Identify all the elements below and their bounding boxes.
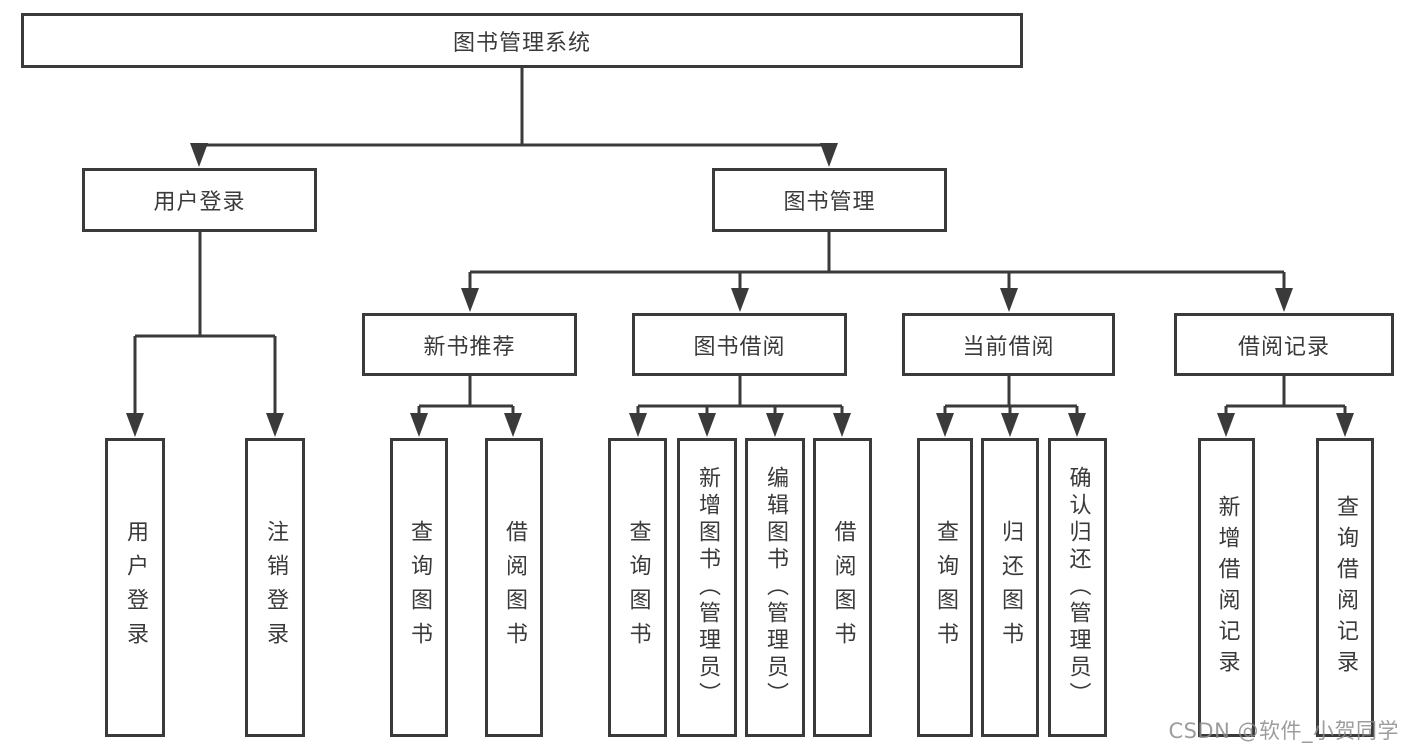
- leaf-query-books-current: 查询图书: [917, 438, 973, 737]
- leaf-add-books-admin: 新增图书（管理员）: [677, 438, 737, 737]
- node-book-management: 图书管理: [712, 168, 947, 232]
- node-library-system-label: 图书管理系统: [452, 30, 591, 56]
- tree-branch-lines: [135, 68, 1345, 408]
- leaf-user-login-label: 用户登录: [123, 519, 148, 656]
- node-borrow-records-label: 借阅记录: [1237, 334, 1330, 360]
- leaf-query-borrow-record: 查询借阅记录: [1316, 438, 1374, 737]
- node-book-borrowing: 图书借阅: [632, 313, 847, 376]
- arrowheads: [126, 143, 1354, 437]
- leaf-confirm-return-admin-label: 确认归还（管理员）: [1065, 466, 1091, 709]
- leaf-user-login: 用户登录: [105, 438, 165, 737]
- leaf-return-books-label: 归还图书: [998, 519, 1023, 656]
- leaf-borrow-books-label: 借阅图书: [830, 519, 856, 656]
- leaf-borrow-books: 借阅图书: [813, 438, 872, 737]
- leaf-return-books: 归还图书: [981, 438, 1039, 737]
- leaf-query-books-recommend: 查询图书: [390, 438, 448, 737]
- leaf-confirm-return-admin: 确认归还（管理员）: [1048, 438, 1107, 737]
- leaf-query-books-recommend-label: 查询图书: [407, 519, 432, 656]
- leaf-logout: 注销登录: [245, 438, 305, 737]
- node-library-system: 图书管理系统: [21, 13, 1023, 68]
- node-new-book-recommend: 新书推荐: [362, 313, 577, 376]
- node-user-login: 用户登录: [82, 168, 317, 232]
- leaf-query-books-borrowing: 查询图书: [608, 438, 667, 737]
- leaf-add-books-admin-label: 新增图书（管理员）: [695, 466, 720, 709]
- leaf-query-books-current-label: 查询图书: [933, 519, 958, 656]
- node-user-login-label: 用户登录: [153, 190, 246, 215]
- leaf-query-books-borrowing-label: 查询图书: [625, 519, 651, 656]
- node-book-borrowing-label: 图书借阅: [693, 334, 786, 360]
- node-borrow-records: 借阅记录: [1174, 313, 1394, 376]
- node-book-management-label: 图书管理: [783, 190, 876, 215]
- leaf-logout-label: 注销登录: [263, 519, 288, 656]
- csdn-watermark: CSDN @软件_小贺同学: [1168, 719, 1399, 743]
- leaf-add-borrow-record-label: 新增借阅记录: [1214, 494, 1240, 681]
- leaf-add-borrow-record: 新增借阅记录: [1198, 438, 1255, 737]
- leaf-query-borrow-record-label: 查询借阅记录: [1333, 494, 1358, 681]
- node-new-book-recommend-label: 新书推荐: [423, 334, 516, 360]
- leaf-borrow-books-recommend-label: 借阅图书: [502, 519, 527, 656]
- node-current-borrowing: 当前借阅: [902, 313, 1115, 376]
- leaf-edit-books-admin: 编辑图书（管理员）: [745, 438, 805, 737]
- leaf-edit-books-admin-label: 编辑图书（管理员）: [763, 466, 788, 709]
- leaf-borrow-books-recommend: 借阅图书: [485, 438, 543, 737]
- node-current-borrowing-label: 当前借阅: [962, 334, 1055, 360]
